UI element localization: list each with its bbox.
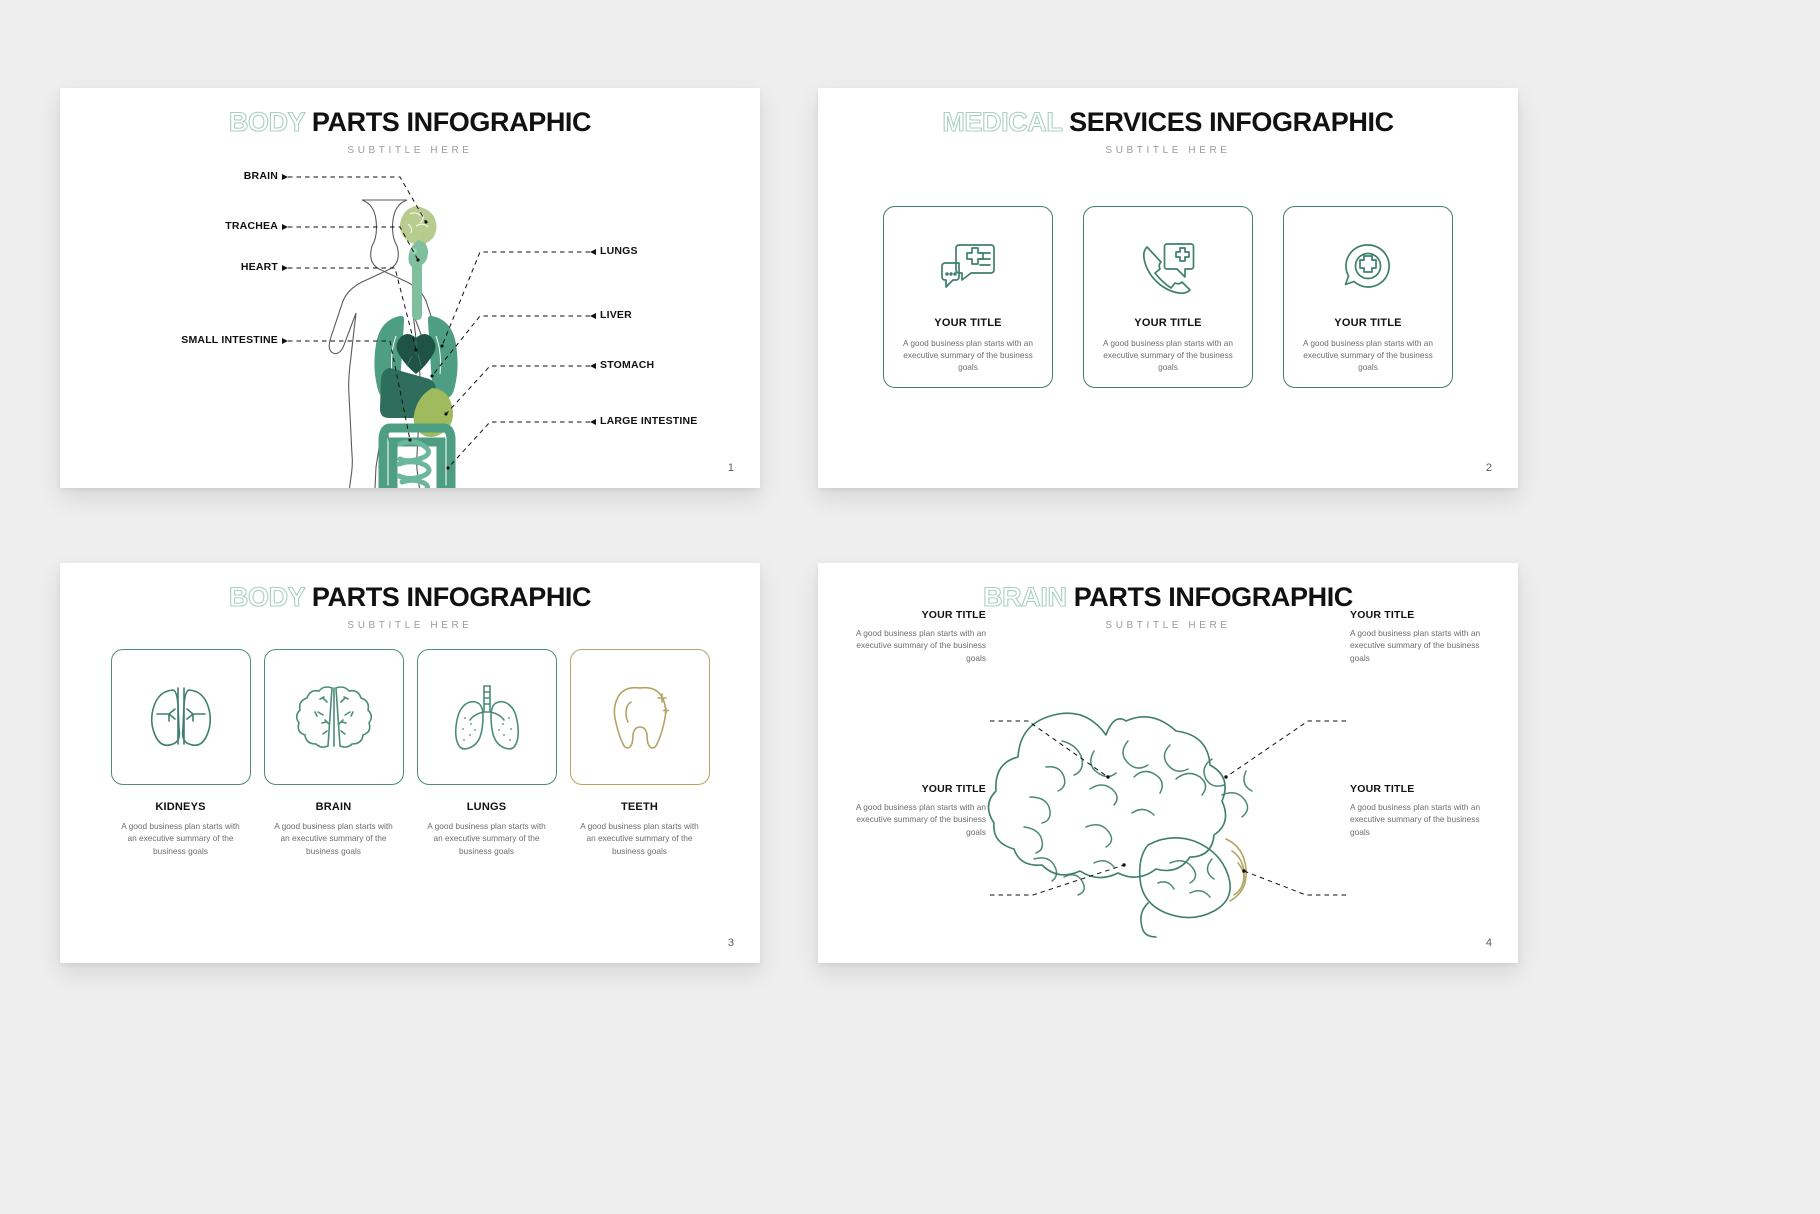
page-title: MEDICAL SERVICES INFOGRAPHIC	[818, 107, 1518, 137]
title-solid-words: PARTS INFOGRAPHIC	[311, 107, 592, 137]
brain-callout-bottom-right: YOUR TITLE A good business plan starts w…	[1350, 783, 1500, 838]
card-title: YOUR TITLE	[934, 317, 1002, 329]
callout-title: YOUR TITLE	[921, 609, 986, 621]
card-description: A good business plan starts with an exec…	[427, 821, 546, 856]
card-description: A good business plan starts with an exec…	[1102, 338, 1234, 373]
slide-4-brain-parts[interactable]: BRAIN PARTS INFOGRAPHIC SUBTITLE HERE	[818, 563, 1518, 963]
title-accent-word: BRAIN	[983, 582, 1068, 612]
human-body-diagram: BRAIN TRACHEA HEART SMALL INTESTINE LUNG…	[60, 88, 760, 488]
card-title: YOUR TITLE	[1334, 317, 1402, 329]
callout-title: YOUR TITLE	[921, 783, 986, 795]
card-title: TEETH	[620, 801, 659, 813]
brain-callout-top-right: YOUR TITLE A good business plan starts w…	[1350, 609, 1500, 664]
card-description: A good business plan starts with an exec…	[274, 821, 393, 856]
label-large-intestine: LARGE INTESTINE	[600, 415, 698, 427]
organ-card[interactable]: TEETH A good business plan starts with a…	[569, 649, 710, 857]
page-number: 1	[727, 462, 734, 474]
label-lungs: LUNGS	[600, 245, 638, 257]
page-subtitle: SUBTITLE HERE	[347, 145, 473, 156]
brain-callout-bottom-left: YOUR TITLE A good business plan starts w…	[836, 783, 986, 838]
body-svg	[282, 174, 596, 488]
callout-description: A good business plan starts with an exec…	[1350, 802, 1481, 837]
kidneys-icon	[150, 687, 211, 747]
title-accent-word: MEDICAL	[942, 107, 1063, 137]
organ-icon-frame	[263, 649, 404, 785]
service-card[interactable]: YOUR TITLE A good business plan starts w…	[1083, 206, 1253, 388]
page-title: BODY PARTS INFOGRAPHIC	[60, 582, 760, 612]
slide-3-header: BODY PARTS INFOGRAPHIC SUBTITLE HERE	[60, 563, 760, 631]
label-trachea: TRACHEA	[225, 220, 278, 232]
brain-callout-top-left: YOUR TITLE A good business plan starts w…	[836, 609, 986, 664]
callout-title: YOUR TITLE	[1350, 609, 1415, 621]
callout-description: A good business plan starts with an exec…	[855, 802, 986, 837]
slide-1-body-parts[interactable]: BODY PARTS INFOGRAPHIC SUBTITLE HERE	[60, 88, 760, 488]
callout-description: A good business plan starts with an exec…	[855, 628, 986, 663]
organ-card[interactable]: BRAIN A good business plan starts with a…	[263, 649, 404, 857]
title-accent-word: BODY	[228, 107, 305, 137]
slide-4-header: BRAIN PARTS INFOGRAPHIC SUBTITLE HERE	[818, 563, 1518, 631]
organ-icon-frame	[569, 649, 710, 785]
label-stomach: STOMACH	[600, 359, 655, 371]
slide-2-header: MEDICAL SERVICES INFOGRAPHIC SUBTITLE HE…	[818, 88, 1518, 156]
organ-card[interactable]: LUNGS A good business plan starts with a…	[416, 649, 557, 857]
slide-2-medical-services[interactable]: MEDICAL SERVICES INFOGRAPHIC SUBTITLE HE…	[818, 88, 1518, 488]
page-number: 2	[1485, 462, 1492, 474]
page-number: 3	[727, 937, 734, 949]
page-number: 4	[1485, 937, 1492, 949]
label-heart: HEART	[240, 261, 278, 273]
service-card[interactable]: YOUR TITLE A good business plan starts w…	[1283, 206, 1453, 388]
title-solid-words: PARTS INFOGRAPHIC	[311, 582, 592, 612]
organ-icon-frame	[110, 649, 251, 785]
organ-icon-frame	[416, 649, 557, 785]
label-brain: BRAIN	[243, 170, 278, 182]
service-card-group: YOUR TITLE A good business plan starts w…	[818, 206, 1518, 388]
organ-card-group: KIDNEYS A good business plan starts with…	[60, 649, 760, 857]
page-subtitle: SUBTITLE HERE	[1105, 620, 1231, 631]
label-liver: LIVER	[600, 309, 632, 321]
card-description: A good business plan starts with an exec…	[580, 821, 699, 856]
callout-description: A good business plan starts with an exec…	[1350, 628, 1481, 663]
card-title: YOUR TITLE	[1134, 317, 1202, 329]
card-description: A good business plan starts with an exec…	[1302, 338, 1434, 373]
service-card[interactable]: YOUR TITLE A good business plan starts w…	[883, 206, 1053, 388]
slide-3-body-parts-cards[interactable]: BODY PARTS INFOGRAPHIC SUBTITLE HERE KID…	[60, 563, 760, 963]
chat-medical-icon	[939, 237, 997, 299]
brain-icon	[295, 686, 372, 748]
title-solid-words: SERVICES INFOGRAPHIC	[1069, 107, 1394, 137]
page-subtitle: SUBTITLE HERE	[347, 620, 473, 631]
tooth-icon	[613, 686, 669, 749]
chat-circle-cross-icon	[1341, 237, 1395, 299]
callout-title: YOUR TITLE	[1350, 783, 1415, 795]
title-solid-words: PARTS INFOGRAPHIC	[1073, 582, 1354, 612]
page-title: BODY PARTS INFOGRAPHIC	[60, 107, 760, 137]
card-title: KIDNEYS	[155, 801, 206, 813]
brain-diagram-svg	[987, 712, 1346, 938]
label-small-intestine: SMALL INTESTINE	[181, 334, 278, 346]
card-description: A good business plan starts with an exec…	[902, 338, 1034, 373]
phone-medical-icon	[1140, 237, 1196, 299]
slide-1-header: BODY PARTS INFOGRAPHIC SUBTITLE HERE	[60, 88, 760, 156]
page-subtitle: SUBTITLE HERE	[1105, 145, 1231, 156]
card-title: LUNGS	[466, 801, 507, 813]
card-description: A good business plan starts with an exec…	[121, 821, 240, 856]
lungs-icon	[454, 685, 519, 750]
organ-card[interactable]: KIDNEYS A good business plan starts with…	[110, 649, 251, 857]
title-accent-word: BODY	[228, 582, 305, 612]
card-title: BRAIN	[315, 801, 352, 813]
page-title: BRAIN PARTS INFOGRAPHIC	[818, 582, 1518, 612]
